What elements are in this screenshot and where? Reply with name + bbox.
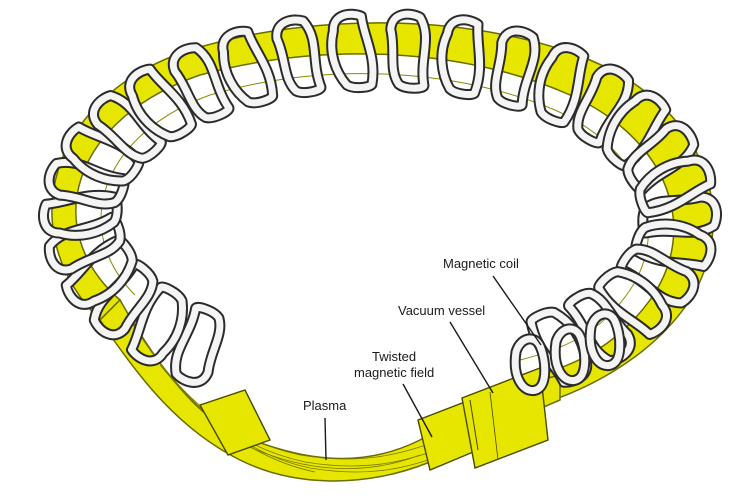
magnetic-coil-fill	[169, 44, 233, 122]
magnetic-coil-fill	[219, 27, 277, 107]
label-plasma: Plasma	[303, 398, 347, 413]
label-twisted-field-2: magnetic field	[354, 365, 434, 380]
magnetic-coil-fill	[551, 325, 589, 385]
magnetic-coil-fill	[636, 156, 715, 217]
magnetic-coil-fill	[574, 65, 633, 147]
magnetic-coil-fill	[62, 236, 136, 308]
leader-twisted-field	[402, 383, 433, 438]
magnetic-coil-fill	[586, 310, 624, 370]
magnetic-coil-fill	[603, 91, 670, 170]
magnetic-coil-fill	[511, 335, 549, 395]
magnetic-coil-fill	[632, 220, 715, 270]
vessel-cone-left	[198, 389, 271, 456]
label-magnetic-coil: Magnetic coil	[443, 256, 519, 271]
magnetic-coil-fill	[328, 10, 377, 92]
annotations: Magnetic coil Vacuum vessel Twisted magn…	[303, 256, 542, 461]
leader-vacuum-vessel	[449, 321, 494, 394]
magnetic-coil-fill	[492, 27, 539, 110]
magnetic-coil-fill	[535, 44, 588, 126]
leader-magnetic-coil	[492, 275, 542, 346]
magnetic-coil-fill	[90, 92, 165, 162]
field-lines	[129, 319, 451, 473]
magnetic-coil-fill	[387, 10, 430, 92]
magnetic-coils	[38, 8, 722, 397]
label-vacuum-vessel: Vacuum vessel	[398, 303, 485, 318]
vessel-cone-right	[461, 367, 549, 469]
magnetic-coil-fill	[273, 16, 325, 97]
magnetic-coil-fill	[595, 268, 670, 338]
magnetic-coil-fill	[127, 283, 186, 365]
leader-plasma	[324, 417, 327, 461]
magnetic-coil-fill	[126, 65, 195, 141]
magnetic-coil-fill	[172, 304, 224, 386]
magnetic-coil-fill	[438, 16, 484, 99]
magnetic-coil-fill	[62, 123, 143, 185]
label-twisted-field-1: Twisted	[372, 349, 416, 364]
